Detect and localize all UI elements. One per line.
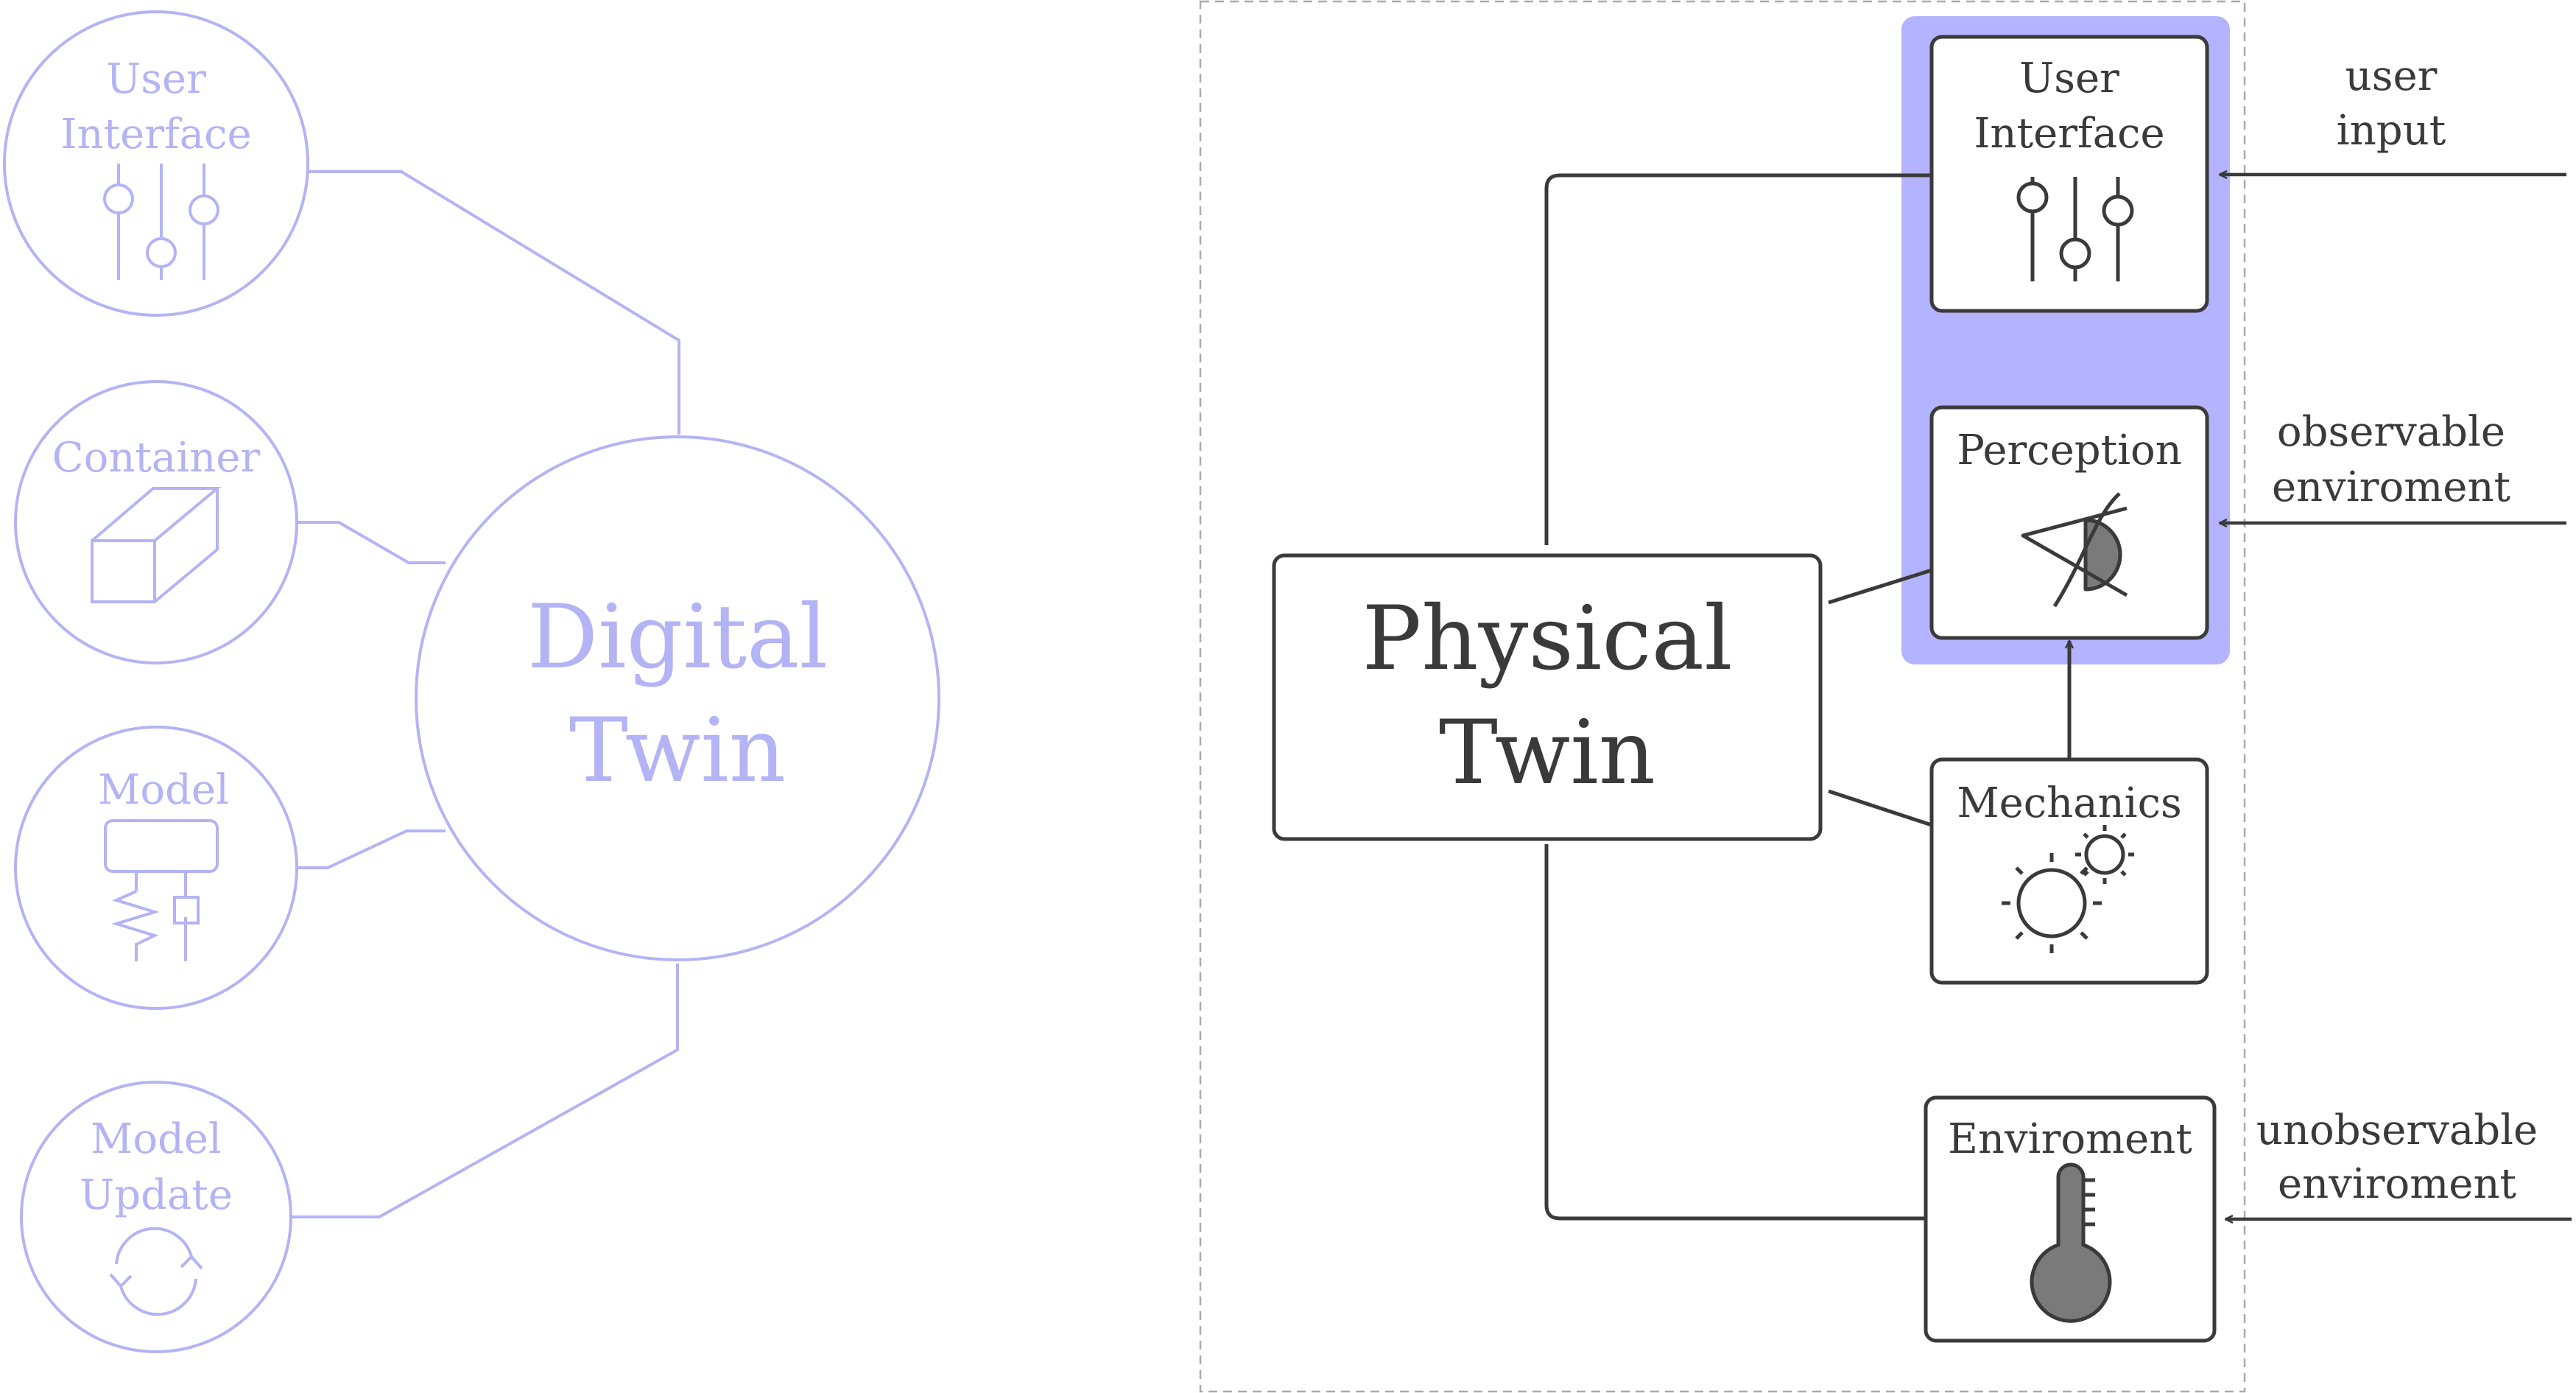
- connector-pt-perception: [1828, 568, 1932, 605]
- dt-title-line1: Digital: [527, 586, 828, 689]
- connector-dt-model-update: [291, 964, 679, 1218]
- thermometer-icon: [2030, 1162, 2112, 1323]
- input-label-observable-2: enviroment: [2272, 463, 2511, 511]
- digital-twin-labels: Digital Twin User Interface Container Mo…: [52, 55, 828, 1219]
- connector-dt-model: [297, 829, 446, 869]
- connector-pt-mechanics: [1828, 789, 1932, 827]
- digital-twin-circle: [415, 435, 940, 961]
- pt-sliders-icon: [2016, 177, 2134, 281]
- dt-node-model-update: [20, 1081, 292, 1353]
- pt-title-line1: Physical: [1362, 588, 1733, 690]
- dt-node-label-interface: Interface: [60, 110, 251, 158]
- dt-node-model: [14, 726, 298, 1010]
- dt-node-label-user: User: [106, 55, 206, 103]
- eye-icon: [2021, 492, 2128, 608]
- input-label-observable-1: observable: [2277, 408, 2505, 456]
- dt-title-line2: Twin: [569, 700, 786, 802]
- pt-box-label-user: User: [2019, 55, 2119, 102]
- pt-title-line2: Twin: [1439, 702, 1655, 804]
- dt-node-user-interface: [3, 10, 309, 317]
- input-label-user-2: input: [2337, 107, 2446, 155]
- pt-box-label-mechanics: Mechanics: [1957, 779, 2181, 827]
- pt-box-mechanics: [1929, 757, 2209, 985]
- refresh-icon: [109, 1227, 203, 1316]
- physical-twin-box: [1272, 553, 1823, 841]
- connector-pt-environment: [1544, 844, 1926, 1221]
- physical-twin-frame: [1199, 0, 2246, 1393]
- spring-damper-icon: [104, 819, 219, 961]
- dt-node-label-model-update-1: Model: [91, 1115, 222, 1163]
- digital-twin-group: [3, 10, 940, 1353]
- pt-box-user-interface: [1929, 35, 2209, 313]
- physical-twin-labels: Physical Twin User Interface Perception …: [1362, 52, 2538, 1208]
- pt-box-label-environment: Enviroment: [1948, 1115, 2192, 1163]
- connector-dt-user-interface: [308, 170, 680, 435]
- dt-node-label-model: Model: [98, 766, 229, 814]
- dt-node-container: [14, 380, 298, 664]
- pt-box-label-perception: Perception: [1957, 427, 2182, 474]
- pt-box-label-interface: Interface: [1974, 110, 2164, 158]
- connector-pt-user-interface: [1544, 173, 1932, 545]
- input-label-unobservable-2: enviroment: [2278, 1160, 2517, 1208]
- input-label-user-1: user: [2346, 52, 2438, 100]
- gears-icon: [2002, 825, 2134, 953]
- sliders-icon: [103, 164, 219, 280]
- connector-dt-container: [297, 521, 446, 564]
- dt-node-label-model-update-2: Update: [80, 1171, 233, 1219]
- input-label-unobservable-1: unobservable: [2256, 1106, 2538, 1154]
- dt-node-label-container: Container: [52, 434, 261, 482]
- box-icon: [91, 487, 222, 603]
